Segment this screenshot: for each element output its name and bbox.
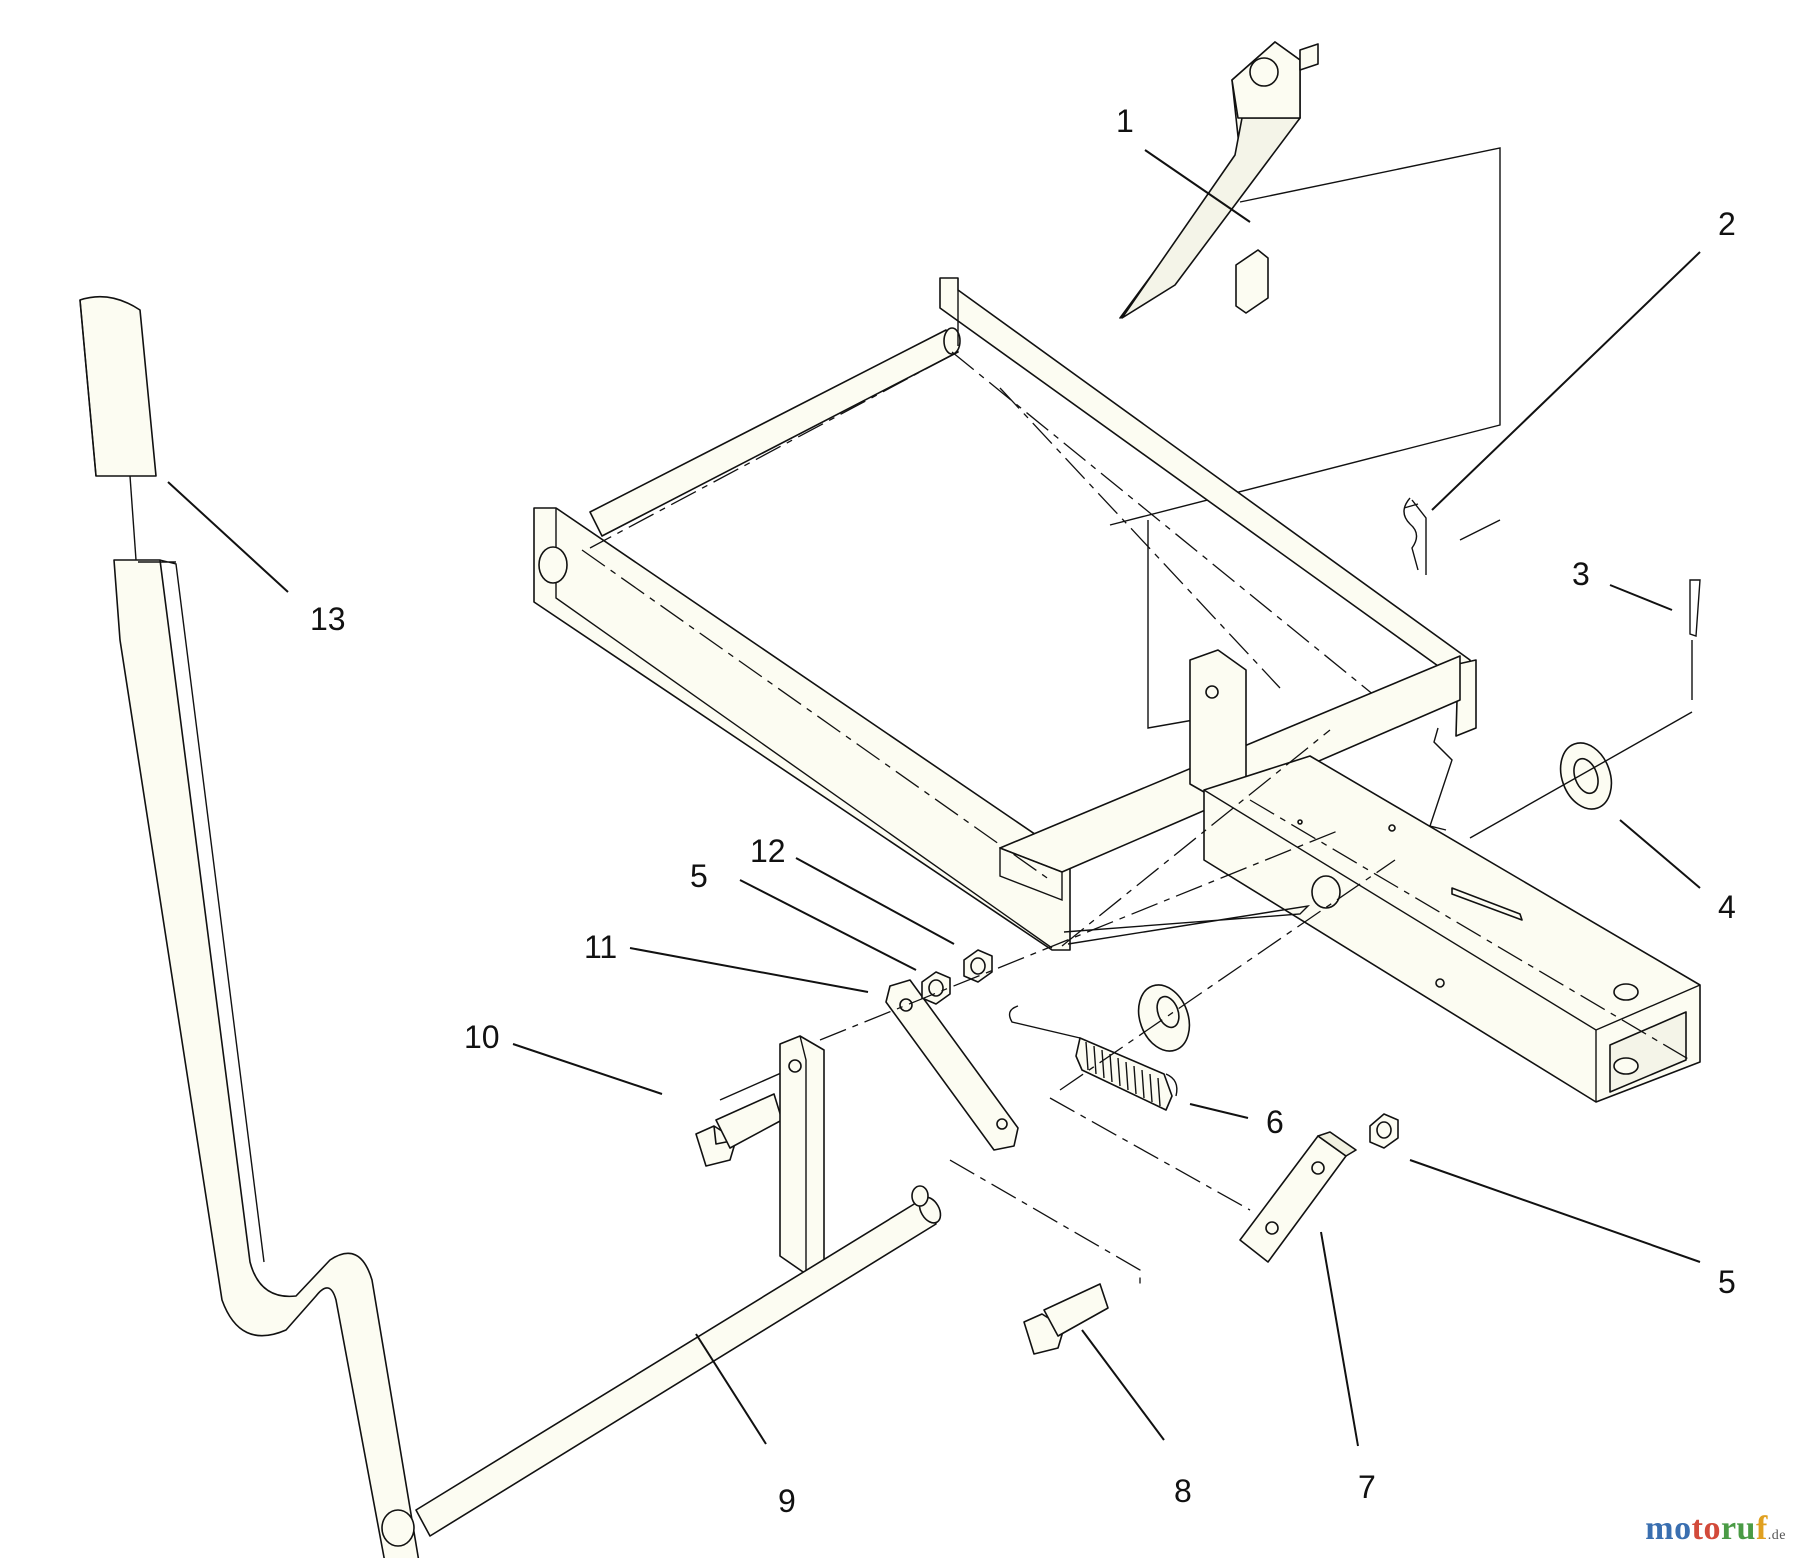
part-cotter-pin xyxy=(1689,579,1701,700)
part-nut-upper xyxy=(921,971,951,1005)
callout-9: 9 xyxy=(778,1483,796,1519)
part-lift-handle xyxy=(79,295,420,1558)
callout-8: 8 xyxy=(1174,1473,1192,1509)
callout-5-lower: 5 xyxy=(1718,1264,1736,1300)
panel-outline-2 xyxy=(1147,520,1206,729)
axis-washer xyxy=(1469,711,1693,839)
part-drawbar-tube xyxy=(1203,755,1701,1103)
part-nut-12 xyxy=(963,949,993,983)
part-lift-frame xyxy=(533,277,1477,951)
axis-lever-upper xyxy=(819,829,1341,1041)
part-extension-spring xyxy=(1008,1005,1178,1111)
part-lever-arm xyxy=(885,979,1019,1151)
leader-lines xyxy=(167,149,1701,1447)
axis-pin-2 xyxy=(1459,519,1501,541)
callout-5-upper: 5 xyxy=(690,858,708,894)
axis-frame-lower xyxy=(1061,729,1331,947)
callout-7: 7 xyxy=(1358,1469,1376,1505)
callout-1: 1 xyxy=(1116,103,1134,139)
part-frame-mount-plate xyxy=(1189,649,1247,801)
part-nut-lower xyxy=(1369,1113,1399,1149)
axis-bracket xyxy=(1049,1097,1251,1211)
callout-10: 10 xyxy=(464,1019,500,1055)
part-shaft-mount-plate xyxy=(779,1035,825,1275)
part-lift-shaft xyxy=(415,1185,942,1537)
callout-12: 12 xyxy=(750,833,786,869)
part-hairpin-clip xyxy=(1403,497,1427,575)
link1-base-eye xyxy=(1235,249,1269,314)
part-lift-link xyxy=(1119,41,1319,319)
callout-6: 6 xyxy=(1266,1104,1284,1140)
axis-bolt-lower xyxy=(949,1159,1141,1290)
callout-13: 13 xyxy=(310,601,346,637)
panel-outline xyxy=(1109,147,1501,526)
part-large-washer xyxy=(1137,984,1191,1052)
callout-3: 3 xyxy=(1572,556,1590,592)
callout-11: 11 xyxy=(584,929,617,965)
part-bracket-plate xyxy=(1239,1131,1357,1263)
part-washer xyxy=(1559,742,1613,810)
part-bolt-8 xyxy=(1023,1283,1109,1355)
watermark-logo: motoruf.de xyxy=(1645,1510,1786,1547)
part-link-rod xyxy=(1063,904,1311,945)
part-tube-bushing xyxy=(1311,875,1341,909)
axis-tube-front xyxy=(1059,859,1396,1091)
callout-4: 4 xyxy=(1718,889,1736,925)
part-bolt-10 xyxy=(695,1093,783,1167)
callout-2: 2 xyxy=(1718,206,1736,242)
part-spring-wire xyxy=(1429,727,1453,831)
